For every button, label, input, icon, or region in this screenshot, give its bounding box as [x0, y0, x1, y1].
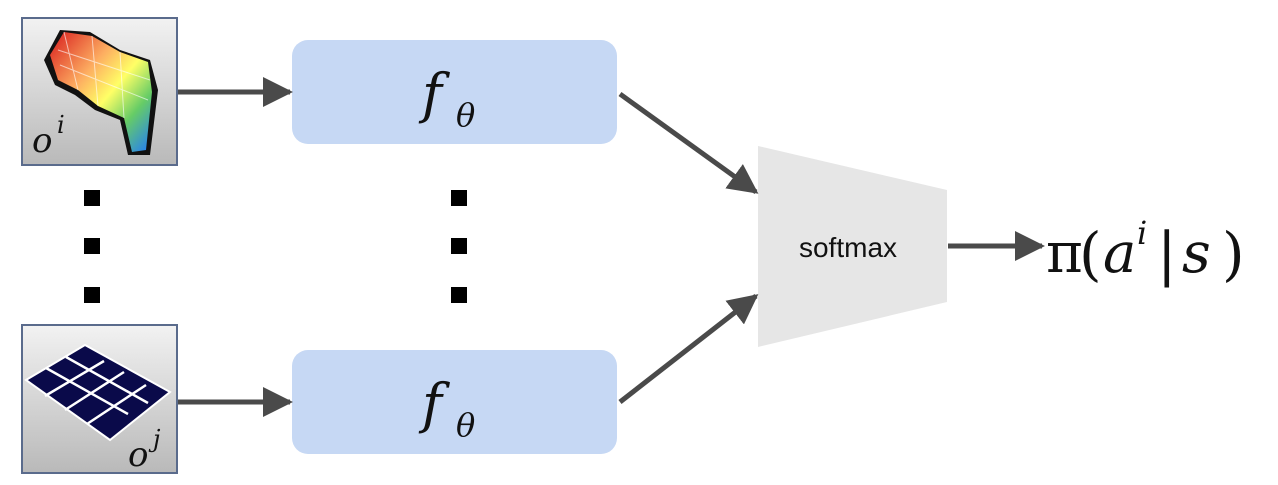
encoder-subscript-theta: θ	[456, 406, 475, 444]
arrow-encoder-top-to-softmax	[618, 91, 759, 195]
output-superscript-i: i	[1137, 214, 1147, 252]
encoder-subscript-theta: θ	[456, 96, 475, 134]
encoder-box-top: f θ	[292, 40, 617, 144]
output-open-paren: (	[1079, 220, 1102, 288]
input-symbol-o: o	[32, 121, 52, 161]
output-bar: |	[1157, 220, 1177, 288]
input-panel-i: o i	[21, 17, 178, 166]
input-panel-j: o j	[21, 324, 178, 475]
output-close-paren: )	[1222, 220, 1245, 288]
output-expression: π ( a i | s )	[1046, 214, 1245, 288]
input-symbol-o: o	[128, 435, 148, 475]
encoder-box-bottom: f θ	[292, 350, 617, 454]
output-pi: π	[1046, 221, 1083, 286]
ellipsis-inputs	[84, 190, 100, 303]
arrow-encoder-bottom-to-softmax	[618, 294, 759, 404]
softmax-block: softmax	[758, 146, 947, 347]
arrows	[178, 77, 1045, 417]
ellipsis-encoders	[451, 190, 467, 303]
output-a: a	[1103, 221, 1136, 286]
softmax-label: softmax	[799, 232, 897, 263]
output-s: s	[1182, 221, 1211, 286]
grid-surface-icon	[24, 343, 172, 442]
heatmap-surface-icon	[44, 30, 158, 155]
input-superscript-i: i	[57, 111, 65, 139]
